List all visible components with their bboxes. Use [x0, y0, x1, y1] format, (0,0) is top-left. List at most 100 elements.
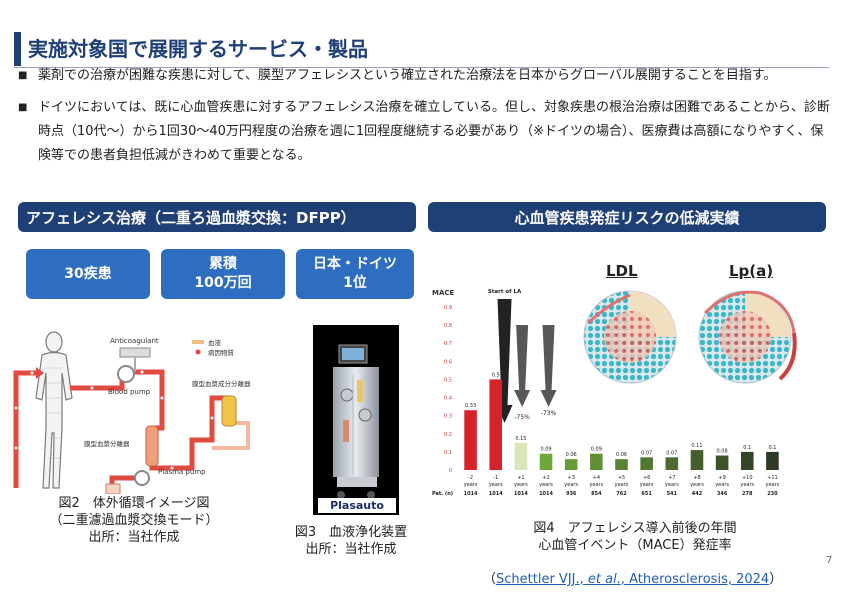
- bar: [564, 459, 578, 470]
- bar-value-label: 0.09: [540, 447, 551, 453]
- start-of-la-label: Start of LA: [488, 289, 522, 295]
- label-fractionator: 膜型血漿成分分離器: [192, 379, 251, 388]
- lpa-label: Lp(a): [729, 262, 774, 280]
- patient-count-label: 1014: [489, 491, 503, 497]
- x-tick-label: +3: [568, 475, 575, 481]
- patient-count-label: 936: [566, 491, 577, 497]
- x-tick-label: +9: [718, 475, 725, 481]
- x-tick-label: years: [715, 482, 729, 488]
- bullet-item: ■ 薬剤での治療が困難な疾患に対して、膜型アフェレシスという確立された治療法を日…: [18, 64, 830, 88]
- patient-count-label: 541: [667, 491, 678, 497]
- circulation-diagram: Anticoagulant Blood pump 血液 病因物質 膜型血漿成分分…: [13, 331, 251, 494]
- label-separator: 膜型血漿分離器: [84, 439, 130, 448]
- patient-count-label: 230: [767, 491, 778, 497]
- bar: [640, 457, 653, 470]
- label-plasma-pump: Plasma pump: [158, 468, 206, 476]
- caption-line: 心血管イベント（MACE）発症率: [538, 538, 732, 553]
- patient-count-label: 1014: [514, 491, 528, 497]
- ldl-particle-icon: [583, 290, 677, 384]
- flow-arrow-icon: [36, 367, 44, 379]
- patient-count-label: 762: [616, 491, 627, 497]
- bullet-text: ドイツにおいては、既に心血管疾患に対するアフェレシス治療を確立している。但し、対…: [38, 100, 830, 163]
- label-anticoagulant: Anticoagulant: [110, 337, 159, 345]
- x-tick-label: years: [740, 482, 754, 488]
- x-tick-label: years: [615, 482, 629, 488]
- x-tick-label: +7: [668, 475, 675, 481]
- caption-line: 図4 アフェレシス導入前後の年間: [533, 521, 737, 536]
- y-tick-label: 0.1: [444, 450, 452, 456]
- y-tick-label: 0.5: [444, 377, 452, 383]
- stat-line1: 日本・ドイツ: [313, 256, 397, 272]
- y-tick-label: 0.6: [444, 359, 452, 365]
- x-tick-label: years: [564, 482, 578, 488]
- figure3-caption: 図3 血液浄化装置 出所：当社作成: [278, 524, 424, 558]
- x-tick-label: years: [589, 482, 603, 488]
- title-accent-bar: [14, 32, 21, 66]
- bar-value-label: 0.07: [641, 450, 652, 456]
- bar-value-label: 0.33: [465, 403, 476, 409]
- patient-count-label: 442: [692, 491, 703, 497]
- device-brand-label: Plasauto: [318, 498, 396, 513]
- y-tick-label: 0.3: [444, 414, 452, 420]
- bar-value-label: 0.5: [492, 372, 500, 378]
- y-axis-title: MACE: [432, 289, 455, 297]
- x-tick-label: +10: [742, 475, 753, 481]
- lpa-particle-icon: [698, 290, 797, 384]
- caption-line: 出所：当社作成: [88, 530, 180, 545]
- x-tick-label: years: [640, 482, 654, 488]
- bar: [464, 410, 477, 470]
- stat-line1: 30疾患: [64, 265, 112, 282]
- reference-link[interactable]: Schettler VJJ., et al., Atherosclerosis,…: [496, 572, 769, 587]
- reduction-arrow-1-icon: [514, 325, 531, 407]
- human-figure-icon: [35, 331, 73, 489]
- reduction-label: -73%: [541, 410, 557, 417]
- reduction-label: -75%: [514, 414, 530, 421]
- y-tick-label: 0.8: [444, 323, 452, 329]
- page-number: 7: [826, 555, 833, 566]
- section-heading-apheresis: アフェレシス治療（二重ろ過血漿交換：DFPP）: [18, 202, 416, 232]
- x-tick-label: +4: [593, 475, 600, 481]
- bar: [539, 453, 553, 470]
- x-tick-label: +11: [767, 475, 778, 481]
- reduction-arrow-2-icon: [540, 325, 557, 407]
- plasma-pump-icon: [134, 470, 150, 486]
- x-tick-label: years: [539, 482, 553, 488]
- figure4-caption: 図4 アフェレシス導入前後の年間 心血管イベント（MACE）発症率: [500, 520, 770, 554]
- page-title: 実施対象国で展開するサービス・製品: [28, 37, 368, 61]
- bullet-text: 薬剤での治療が困難な疾患に対して、膜型アフェレシスという確立された治療法を日本か…: [38, 68, 777, 83]
- stat-line1: 累積: [208, 256, 237, 272]
- bar-value-label: 0.07: [666, 450, 677, 456]
- bar: [514, 442, 528, 470]
- device-photo: [313, 325, 399, 515]
- lipoprotein-illustrations: [583, 290, 797, 384]
- bar: [740, 451, 754, 470]
- fractionator-icon: [221, 395, 237, 427]
- y-tick-label: 0.2: [444, 432, 452, 438]
- caption-line: 出所：当社作成: [305, 542, 397, 557]
- x-tick-label: years: [514, 482, 528, 488]
- ref-authors: Schettler VJJ.,: [496, 572, 588, 587]
- ref-close: ）: [769, 572, 783, 587]
- y-tick-label: 0.7: [444, 341, 452, 347]
- bar: [715, 455, 729, 470]
- bar: [615, 459, 628, 470]
- bar-value-label: 0.11: [691, 443, 702, 449]
- x-tick-label: +6: [643, 475, 650, 481]
- bar-value-label: 0.06: [616, 452, 627, 458]
- patient-count-label: 1014: [539, 491, 553, 497]
- caption-line: 図2 体外循環イメージ図: [58, 496, 210, 511]
- x-tick-label: years: [464, 482, 478, 488]
- brand-text: Plasauto: [330, 499, 384, 512]
- ref-etal: et al.: [587, 572, 621, 587]
- bar: [489, 379, 503, 470]
- bar-value-label: 0.15: [515, 436, 526, 442]
- bar: [690, 450, 704, 470]
- bar: [590, 453, 603, 470]
- blood-purification-device-icon: [333, 344, 379, 499]
- bullet-item: ■ ドイツにおいては、既に心血管疾患に対するアフェレシス治療を確立している。但し…: [18, 96, 830, 168]
- stat-line2: 1位: [343, 275, 367, 291]
- bar-value-label: 0.08: [717, 449, 728, 455]
- legend-pathogen: 病因物質: [208, 348, 235, 357]
- legend-blood: 血液: [208, 338, 222, 347]
- square-bullet-icon: ■: [18, 70, 28, 81]
